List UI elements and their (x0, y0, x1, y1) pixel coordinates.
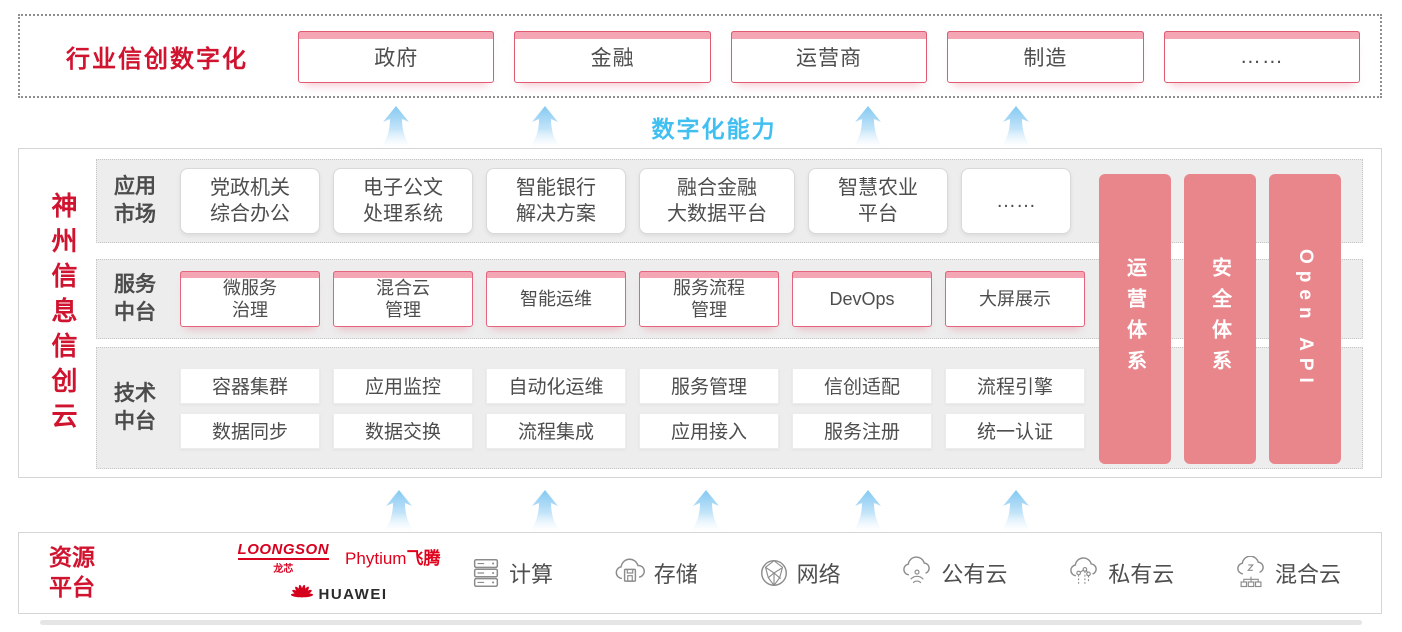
industry-finance: 金融 (514, 31, 712, 83)
tech-box: 容器集群 (180, 367, 320, 404)
industry-manufacturing: 制造 (947, 31, 1145, 83)
pillar-open-api: Open API (1269, 174, 1341, 464)
service-box: 服务流程 管理 (639, 271, 779, 327)
tech-box: 应用接入 (639, 412, 779, 449)
up-arrow-icon (1000, 106, 1032, 148)
app-box: 智能银行 解决方案 (486, 168, 626, 234)
row-label-service: 服务 中台 (114, 272, 156, 324)
huawei-flower-icon (290, 584, 313, 598)
pillar-operation-system: 运营体系 (1099, 174, 1171, 464)
tech-box: 数据同步 (180, 412, 320, 449)
loongson-cn-label: 龙芯 (273, 564, 294, 575)
up-arrow-icon (852, 490, 884, 532)
resource-item-compute: 计算 (469, 556, 553, 590)
service-box: 智能运维 (486, 271, 626, 327)
tech-box: 数据交换 (333, 412, 473, 449)
service-platform-band: 服务 中台 微服务 治理 混合云 管理 智能运维 服务流程 管理 DevOps … (96, 259, 1363, 339)
service-items: 微服务 治理 混合云 管理 智能运维 服务流程 管理 DevOps 大屏展示 (180, 260, 1085, 338)
public-cloud-icon (903, 556, 931, 584)
up-arrow-icon (529, 490, 561, 532)
loongson-wordmark: LOONGSON (237, 541, 330, 560)
tech-box: 服务管理 (639, 367, 779, 404)
tech-box: 服务注册 (792, 412, 932, 449)
resource-item-label: 私有云 (1108, 562, 1175, 587)
app-box: 融合金融 大数据平台 (639, 168, 795, 234)
up-arrow-icon (383, 490, 415, 532)
loongson-logo: LOONGSON 龙芯 (237, 541, 330, 575)
resource-items: 计算 存储 网络 (469, 533, 1341, 613)
phytium-wordmark: Phytium (345, 549, 407, 568)
app-box: 党政机关 综合办公 (180, 168, 320, 234)
tech-box: 流程集成 (486, 412, 626, 449)
tech-box: 自动化运维 (486, 367, 626, 404)
up-arrow-icon (690, 490, 722, 532)
hybrid-cloud-icon (1237, 556, 1264, 588)
industry-operator: 运营商 (730, 31, 928, 83)
resource-item-storage: 存储 (612, 556, 698, 590)
row-label-tech: 技术 中台 (114, 381, 156, 433)
pillar-security-system: 安全体系 (1184, 174, 1256, 464)
banner-title: 行业信创数字化 (66, 45, 248, 73)
tech-box: 应用监控 (333, 367, 473, 404)
service-box: DevOps (792, 271, 932, 327)
resource-platform-panel: 资源 平台 LOONGSON 龙芯 Phytium飞腾 (18, 532, 1382, 614)
app-market-items: 党政机关 综合办公 电子公文 处理系统 智能银行 解决方案 融合金融 大数据平台… (180, 160, 1071, 242)
resource-item-label: 公有云 (941, 562, 1008, 587)
industry-list: 政府 金融 运营商 制造 …… (298, 31, 1361, 83)
vendor-logos: LOONGSON 龙芯 Phytium飞腾 (214, 541, 464, 605)
resource-item-public-cloud: 公有云 (899, 556, 1007, 590)
resource-title: 资源 平台 (49, 544, 95, 600)
up-arrow-icon (1000, 490, 1032, 532)
tech-box: 统一认证 (945, 412, 1085, 449)
resource-item-network: 网络 (757, 556, 841, 590)
resource-item-private-cloud: 私有云 (1066, 556, 1174, 590)
huawei-logo: HUAWEI (290, 583, 388, 605)
tech-items-row2: 数据同步 数据交换 流程集成 应用接入 服务注册 统一认证 (180, 412, 1085, 449)
capability-label: 数字化能力 (651, 116, 777, 142)
service-box: 大屏展示 (945, 271, 1085, 327)
up-arrow-icon (529, 106, 561, 148)
tech-box: 流程引擎 (945, 367, 1085, 404)
tech-platform-band: 技术 中台 容器集群 应用监控 自动化运维 服务管理 信创适配 流程引擎 数据同… (96, 347, 1363, 469)
network-icon (760, 560, 787, 587)
industry-ellipsis: …… (1163, 31, 1361, 83)
server-icon (473, 559, 499, 587)
phytium-logo: Phytium飞腾 (345, 544, 440, 569)
huawei-wordmark: HUAWEI (318, 585, 388, 603)
resource-item-label: 网络 (796, 562, 841, 587)
resource-item-label: 存储 (653, 562, 698, 587)
service-box: 混合云 管理 (333, 271, 473, 327)
service-box: 微服务 治理 (180, 271, 320, 327)
resource-item-hybrid-cloud: 混合云 (1233, 556, 1341, 590)
tech-items-row1: 容器集群 应用监控 自动化运维 服务管理 信创适配 流程引擎 (180, 367, 1085, 404)
private-cloud-icon (1070, 557, 1097, 584)
tech-box: 信创适配 (792, 367, 932, 404)
resource-item-label: 计算 (509, 562, 554, 587)
row-label-app-market: 应用 市场 (114, 174, 156, 226)
platform-vertical-title: 神州信息信创云 (48, 191, 78, 437)
app-box: 智慧农业 平台 (808, 168, 948, 234)
phytium-cn-label: 飞腾 (406, 549, 441, 568)
up-arrow-icon (852, 106, 884, 148)
app-box-ellipsis: …… (961, 168, 1071, 234)
storage-cloud-icon (615, 558, 645, 582)
tech-items: 容器集群 应用监控 自动化运维 服务管理 信创适配 流程引擎 数据同步 数据交换… (180, 348, 1085, 468)
industry-government: 政府 (298, 31, 495, 83)
app-market-band: 应用 市场 党政机关 综合办公 电子公文 处理系统 智能银行 解决方案 融合金融… (96, 159, 1363, 243)
bottom-divider (40, 620, 1362, 625)
resource-item-label: 混合云 (1274, 562, 1341, 587)
app-box: 电子公文 处理系统 (333, 168, 473, 234)
industry-digitalization-banner: 行业信创数字化 政府 金融 运营商 制造 …… (18, 14, 1382, 98)
up-arrow-icon (380, 106, 412, 148)
cloud-platform-panel: 神州信息信创云 应用 市场 党政机关 综合办公 电子公文 处理系统 智能银行 解… (18, 148, 1382, 478)
